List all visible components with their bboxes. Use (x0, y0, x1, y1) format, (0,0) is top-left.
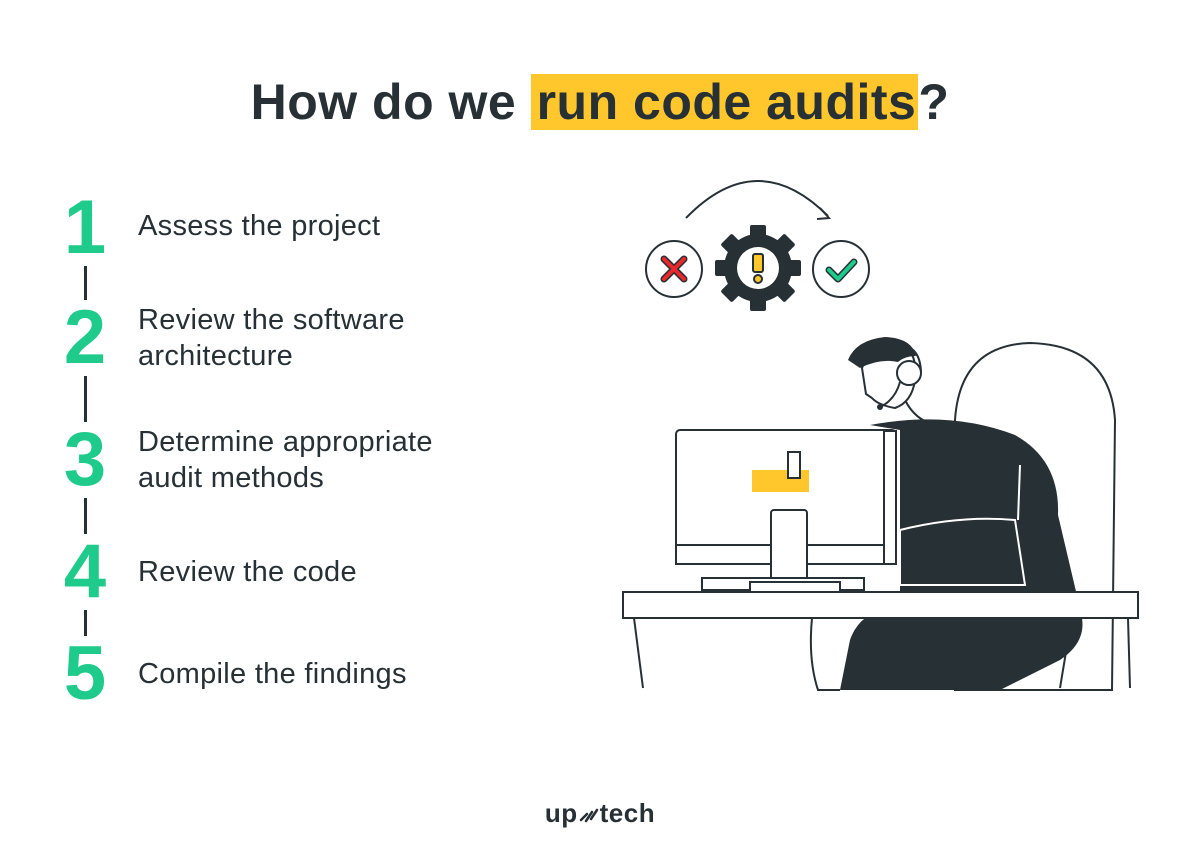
title-highlight: run code audits (530, 74, 919, 130)
title-suffix: ? (918, 74, 950, 130)
brand-mark-icon (579, 808, 598, 823)
step-label-3: Determine appropriate audit methods (138, 424, 433, 496)
check-mark-icon (812, 240, 870, 298)
step-number-1: 1 (55, 190, 115, 266)
curved-arrow-icon (685, 180, 832, 220)
logo-left: up (544, 798, 578, 828)
title-prefix: How do we (250, 74, 531, 130)
step-label-2-line2: architecture (138, 340, 294, 372)
gear-warning-icon (715, 225, 801, 311)
step-number-4: 4 (55, 534, 115, 610)
step-number-5: 5 (55, 636, 115, 712)
brand-logo: up tech (0, 798, 1200, 829)
steps-list: 1 Assess the project 2 Review the softwa… (0, 0, 560, 720)
step-label-4: Review the code (138, 556, 357, 588)
x-mark-icon (645, 240, 703, 298)
step-label-5: Compile the findings (138, 658, 407, 690)
logo-right: tech (599, 798, 656, 828)
desk (622, 591, 1139, 691)
monitor (675, 429, 897, 593)
step-label-2-line1: Review the software (138, 304, 405, 336)
step-label-3-line2: audit methods (138, 462, 325, 494)
step-number-3: 3 (55, 422, 115, 498)
person (840, 337, 1083, 690)
step-label-1: Assess the project (138, 210, 381, 242)
developer-illustration (622, 180, 1139, 691)
step-label-3-line1: Determine appropriate (138, 426, 433, 458)
page-title: How do we run code audits? (0, 70, 1200, 134)
step-number-2: 2 (55, 300, 115, 376)
step-label-2: Review the software architecture (138, 302, 405, 374)
